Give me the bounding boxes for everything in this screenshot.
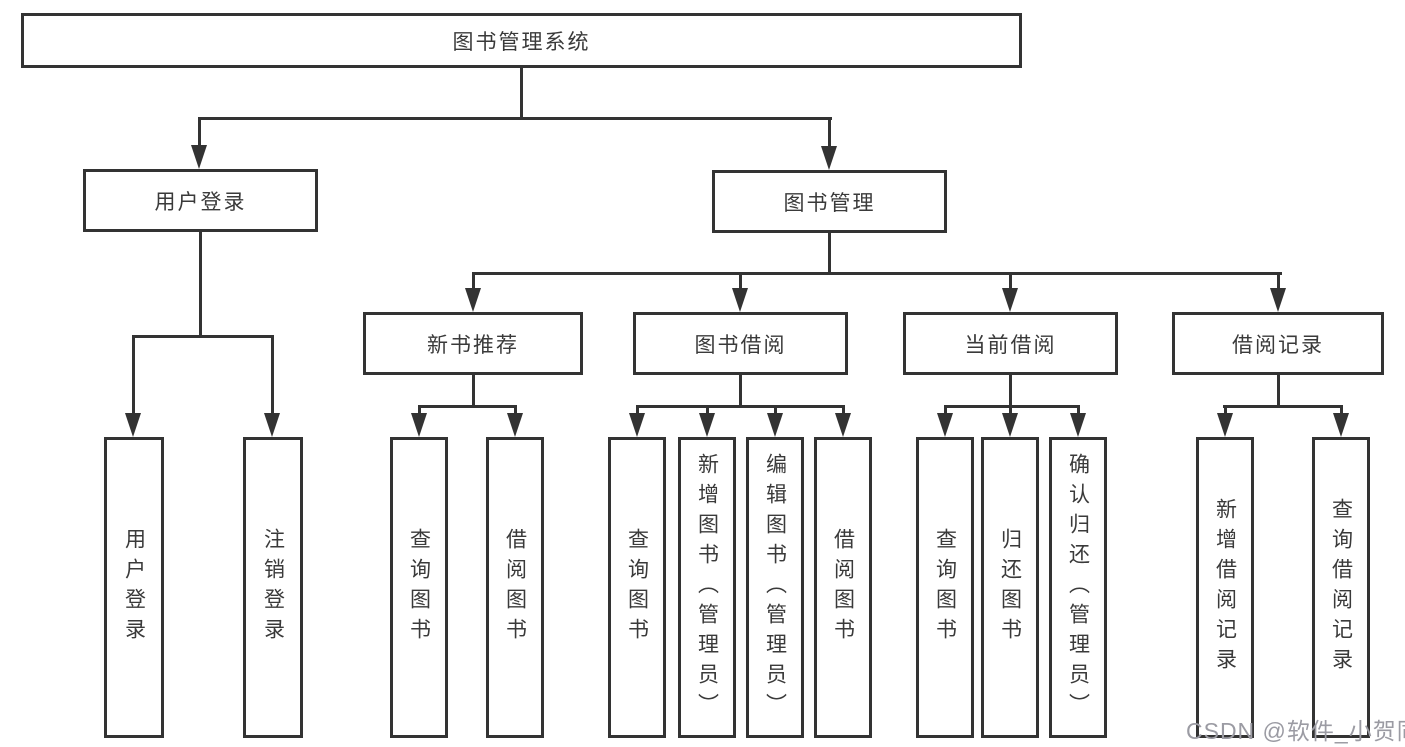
arrow-down-icon: [125, 413, 141, 437]
arrow-down-icon: [937, 413, 953, 437]
arrow-down-icon: [191, 145, 207, 169]
leaf-borrow-books: 借阅图书: [814, 437, 872, 738]
arrow-down-icon: [1002, 413, 1018, 437]
arrow-down-icon: [1217, 413, 1233, 437]
arrow-down-icon: [835, 413, 851, 437]
leaf-query-borrow-record: 查询借阅记录: [1312, 437, 1370, 738]
connector-line: [828, 232, 831, 275]
connector-line: [271, 335, 274, 416]
arrow-down-icon: [821, 146, 837, 170]
leaf-query-books-recommend: 查询图书: [390, 437, 448, 738]
arrow-down-icon: [1002, 288, 1018, 312]
connector-line: [418, 405, 517, 408]
arrow-down-icon: [1270, 288, 1286, 312]
connector-line: [944, 405, 1080, 408]
connector-line: [418, 405, 421, 416]
arrow-down-icon: [629, 413, 645, 437]
watermark: CSDN @软件_小贺同学: [1186, 718, 1405, 744]
connector-line: [706, 405, 709, 416]
connector-line: [828, 117, 831, 149]
node-book-borrow: 图书借阅: [633, 312, 848, 375]
connector-line: [133, 335, 274, 338]
connector-line: [636, 405, 639, 416]
connector-line: [774, 405, 777, 416]
arrow-down-icon: [264, 413, 280, 437]
connector-line: [198, 117, 201, 148]
arrow-down-icon: [699, 413, 715, 437]
leaf-logout-login: 注销登录: [243, 437, 303, 738]
leaf-confirm-return-admin: 确认归还（管理员）: [1049, 437, 1107, 738]
leaf-query-books-borrow: 查询图书: [608, 437, 666, 738]
arrow-down-icon: [507, 413, 523, 437]
connector-line: [472, 375, 475, 407]
connector-line: [739, 272, 742, 292]
arrow-down-icon: [767, 413, 783, 437]
connector-line: [1009, 405, 1012, 416]
connector-line: [944, 405, 947, 416]
connector-line: [739, 375, 742, 407]
connector-line: [1277, 375, 1280, 407]
leaf-add-borrow-record: 新增借阅记录: [1196, 437, 1254, 738]
arrow-down-icon: [1070, 413, 1086, 437]
connector-line: [842, 405, 845, 416]
connector-line: [1224, 405, 1227, 416]
arrow-down-icon: [411, 413, 427, 437]
connector-line: [636, 405, 845, 408]
connector-line: [472, 272, 475, 292]
leaf-edit-book-admin: 编辑图书（管理员）: [746, 437, 804, 738]
arrow-down-icon: [1333, 413, 1349, 437]
leaf-borrow-books-recommend: 借阅图书: [486, 437, 544, 738]
connector-line: [1009, 272, 1012, 292]
node-borrow-records: 借阅记录: [1172, 312, 1384, 375]
connector-line: [1223, 405, 1343, 408]
arrow-down-icon: [465, 288, 481, 312]
leaf-query-books-current: 查询图书: [916, 437, 974, 738]
leaf-return-book: 归还图书: [981, 437, 1039, 738]
leaf-add-book-admin: 新增图书（管理员）: [678, 437, 736, 738]
connector-line: [198, 117, 832, 120]
connector-line: [472, 272, 1282, 275]
connector-line: [1277, 272, 1280, 292]
connector-line: [514, 405, 517, 416]
node-new-book-recommend: 新书推荐: [363, 312, 583, 375]
node-user-login: 用户登录: [83, 169, 318, 232]
leaf-user-login: 用户登录: [104, 437, 164, 738]
connector-line: [1009, 375, 1012, 407]
connector-line: [132, 335, 135, 416]
node-book-management: 图书管理: [712, 170, 947, 233]
arrow-down-icon: [732, 288, 748, 312]
node-current-borrow: 当前借阅: [903, 312, 1118, 375]
connector-line: [199, 231, 202, 338]
node-root: 图书管理系统: [21, 13, 1022, 68]
connector-line: [1340, 405, 1343, 416]
connector-line: [520, 68, 523, 120]
connector-line: [1077, 405, 1080, 416]
